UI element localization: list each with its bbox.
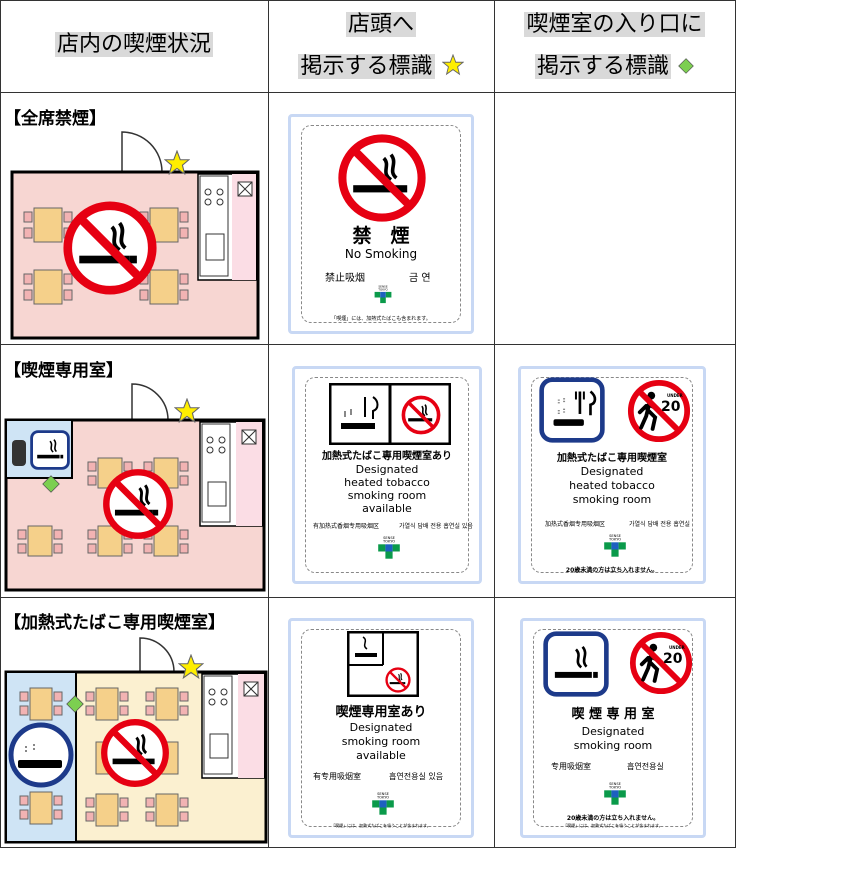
sign-footnote: 「喫煙」には、加熱式たばこも含まれます。 bbox=[331, 316, 431, 322]
header-col2-line1: 店頭へ bbox=[345, 12, 416, 37]
smoking-room-icon bbox=[30, 430, 70, 470]
sign-age-notice: 20歳未満の方は立ち入れません。 bbox=[566, 815, 660, 822]
sign-title: 禁 煙 bbox=[352, 225, 410, 247]
heated-tobacco-icon bbox=[539, 377, 605, 443]
star-icon bbox=[442, 54, 464, 76]
under-20-prohibited-icon bbox=[627, 379, 691, 443]
diamond-icon bbox=[66, 692, 84, 716]
sign-english-2: heated tobacco bbox=[569, 479, 655, 492]
sign-heated-tobacco-available: 加熱式たばこ専用喫煙室あり Designated heated tobacco … bbox=[292, 366, 482, 584]
star-icon bbox=[178, 654, 204, 680]
sign-english-1: Designated bbox=[349, 721, 413, 734]
header-col1-text: 店内の喫煙状況 bbox=[54, 32, 213, 57]
sign-english-1: Designated bbox=[580, 465, 644, 478]
sign-chinese: 有专用吸烟室 bbox=[313, 772, 361, 781]
sign-korean: 가열식 담배 전용 흡연실 bbox=[629, 521, 690, 528]
diamond-icon bbox=[42, 472, 60, 496]
under-badge-label: UNDER bbox=[669, 645, 685, 650]
sign-chinese: 有加热式香烟专用吸烟区 bbox=[313, 523, 380, 530]
row-label-no-smoking: 【全席禁煙】 bbox=[4, 109, 106, 129]
floor-plan-no-smoking bbox=[10, 130, 260, 340]
sign-korean: 가열식 담배 전용 흡연실 있음 bbox=[399, 523, 473, 530]
under-badge-number: 20 bbox=[661, 399, 681, 415]
sign-korean: 흡연전용실 bbox=[627, 762, 664, 771]
sign-english-2: smoking room bbox=[573, 739, 653, 752]
header-col3-line1: 喫煙室の入り口に bbox=[524, 12, 705, 37]
sign-english-3: available bbox=[356, 749, 406, 762]
smoking-room-icon bbox=[347, 631, 419, 697]
header-col3: 喫煙室の入り口に 掲示する標識 bbox=[494, 8, 735, 84]
sign-korean: 금 연 bbox=[409, 273, 431, 284]
sign-title: 加熱式たばこ専用喫煙室 bbox=[557, 453, 667, 464]
smoking-icon bbox=[539, 631, 613, 697]
sense-tokyo-logo bbox=[369, 283, 397, 305]
sign-smoking-room: UNDER 20 喫 煙 専 用 室 Designated smoking ro… bbox=[520, 618, 706, 838]
heated-tobacco-room-icon bbox=[329, 383, 451, 445]
sense-tokyo-logo bbox=[365, 789, 401, 817]
sign-no-smoking: 禁 煙 No Smoking 禁止吸烟 금 연 「喫煙」には、加熱式たばこも含ま… bbox=[288, 114, 474, 334]
header-col2: 店頭へ 掲示する標識 bbox=[268, 8, 494, 84]
sense-tokyo-logo bbox=[597, 531, 633, 559]
under-badge-label: UNDER bbox=[667, 393, 683, 398]
table-grid bbox=[0, 0, 736, 848]
sign-age-notice: 20歳未満の方は立ち入れません。 bbox=[565, 567, 659, 574]
header-col2-line2: 掲示する標識 bbox=[298, 54, 435, 79]
no-smoking-icon bbox=[337, 133, 427, 223]
no-smoking-icon bbox=[102, 468, 174, 540]
sign-korean: 흡연전용실 있음 bbox=[389, 772, 444, 781]
row-label-smoking-room: 【喫煙専用室】 bbox=[4, 361, 123, 381]
row-label-heated-tobacco-room: 【加熱式たばこ専用喫煙室】 bbox=[4, 613, 225, 633]
sign-english-1: Designated bbox=[581, 725, 645, 738]
star-icon bbox=[174, 398, 200, 424]
sign-english-3: smoking room bbox=[572, 493, 652, 506]
floor-plan-heated-tobacco-room bbox=[4, 634, 268, 844]
sign-english-1: Designated bbox=[355, 463, 419, 476]
floor-plan-smoking-room bbox=[4, 380, 266, 594]
sign-english: No Smoking bbox=[344, 247, 418, 261]
sign-title: 加熱式たばこ専用喫煙室あり bbox=[322, 451, 452, 462]
sense-tokyo-logo bbox=[597, 779, 633, 807]
star-icon bbox=[164, 150, 190, 176]
no-smoking-icon bbox=[100, 718, 170, 788]
sign-chinese: 加热式香烟专用吸烟区 bbox=[545, 521, 606, 528]
sign-smoking-room-available: 喫煙専用室あり Designated smoking room availabl… bbox=[288, 618, 474, 838]
sign-title: 喫煙専用室あり bbox=[335, 705, 427, 720]
sign-english-2: heated tobacco bbox=[344, 476, 430, 489]
sign-chinese: 禁止吸烟 bbox=[325, 273, 365, 284]
sign-english-2: smoking room bbox=[341, 735, 421, 748]
header-col1: 店内の喫煙状況 bbox=[0, 28, 268, 62]
under-20-prohibited-icon bbox=[629, 631, 693, 695]
no-smoking-icon bbox=[62, 200, 158, 296]
sign-chinese: 专用吸烟室 bbox=[551, 762, 591, 771]
sign-heated-tobacco-room: UNDER 20 加熱式たばこ専用喫煙室 Designated heated t… bbox=[518, 366, 706, 584]
header-col3-line2: 掲示する標識 bbox=[534, 54, 671, 79]
sign-footnote: 「喫煙」には、加熱式たばこを吸うことが含まれます。 bbox=[563, 823, 663, 828]
sign-english-4: available bbox=[362, 502, 412, 515]
under-badge-number: 20 bbox=[663, 651, 683, 667]
sense-tokyo-logo bbox=[371, 533, 407, 561]
heated-tobacco-icon bbox=[8, 722, 74, 788]
sign-footnote: 「喫煙」には、加熱式たばこを吸うことが含まれます。 bbox=[331, 823, 431, 828]
sign-english-3: smoking room bbox=[347, 489, 427, 502]
sign-title: 喫 煙 専 用 室 bbox=[571, 707, 655, 722]
diamond-icon bbox=[678, 58, 694, 74]
